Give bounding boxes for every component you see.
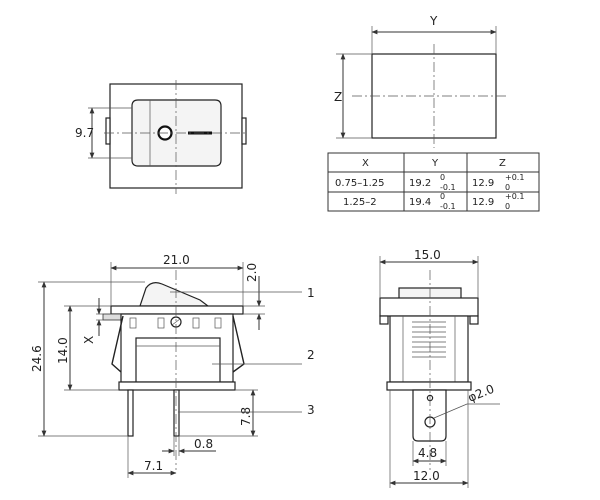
dim-label-14: 14.0 [56, 337, 70, 364]
dim-label-7-1: 7.1 [144, 459, 163, 473]
table-row1-y-upper: 0 [440, 173, 445, 182]
side-spring-clip-left [111, 315, 124, 373]
end-terminal-tab [412, 389, 447, 442]
panel-cutout-view: Y Z [334, 14, 508, 148]
table-header-z: Z [499, 158, 506, 169]
table-row1-z-lower: 0 [505, 183, 510, 192]
table-row2-z-value: 12.9 [472, 197, 494, 208]
end-tab-left [379, 315, 389, 325]
dim-label-4-8: 4.8 [418, 446, 437, 460]
dim-label-z: Z [334, 90, 342, 104]
table-row2-y-lower: -0.1 [440, 202, 456, 211]
side-rib-3 [192, 317, 200, 329]
table-border [327, 152, 540, 212]
side-inner-body [135, 337, 221, 383]
side-pin-left [127, 389, 134, 437]
dimension-table: X Y Z 0.75–1.25 19.2 0 -0.1 12.9 +0.1 0 … [327, 152, 540, 212]
table-row1-y-lower: -0.1 [440, 183, 456, 192]
side-screw-slot [171, 318, 181, 326]
table-row2-y-value: 19.4 [409, 197, 431, 208]
frame-clip-left [105, 117, 111, 145]
table-header-y: Y [431, 158, 439, 169]
table-row2-z-lower: 0 [505, 202, 510, 211]
dim-label-2: 2.0 [245, 263, 259, 282]
end-flange [379, 297, 479, 317]
part-label-2: 2 [307, 348, 315, 362]
side-flange [110, 305, 244, 315]
side-spring-clip-right [232, 315, 245, 373]
dim-label-9-7: 9.7 [75, 126, 94, 140]
dim-label-y: Y [429, 14, 438, 28]
dim-label-15: 15.0 [414, 248, 441, 262]
dim-label-0-8: 0.8 [194, 437, 213, 451]
dim-label-x: X [82, 336, 96, 344]
side-pin-center [173, 389, 180, 437]
end-view: 15.0 φ2.0 4.8 12.0 [379, 248, 500, 488]
side-rib-2 [157, 317, 165, 329]
part-label-1: 1 [307, 286, 315, 300]
frame-clip-right [241, 117, 247, 145]
end-ribs [412, 321, 446, 358]
table-row2-z-upper: +0.1 [505, 192, 524, 201]
table-row1-y-value: 19.2 [409, 178, 431, 189]
table-row1-x: 0.75–1.25 [335, 178, 385, 189]
dim-label-12: 12.0 [413, 469, 440, 483]
end-base [386, 381, 472, 391]
end-housing [389, 315, 469, 383]
table-row2-y-upper: 0 [440, 192, 445, 201]
end-tab-right [469, 315, 479, 325]
table-row1-z-upper: +0.1 [505, 173, 524, 182]
side-rib-1 [129, 317, 137, 329]
top-front-view: 9.7 [75, 80, 248, 194]
table-header-x: X [362, 158, 369, 169]
table-row2-x: 1.25–2 [343, 197, 377, 208]
dim-label-7-8: 7.8 [239, 407, 253, 426]
dim-label-21: 21.0 [163, 253, 190, 267]
side-base [118, 381, 236, 391]
side-view: 21.0 2.0 24.6 14.0 X 7.8 0.8 [30, 253, 315, 478]
part-label-3: 3 [307, 403, 315, 417]
table-row1-z-value: 12.9 [472, 178, 494, 189]
side-panel-plate [102, 313, 122, 321]
dim-label-24-6: 24.6 [30, 345, 44, 372]
side-rocker [139, 282, 210, 307]
side-rib-4 [214, 317, 222, 329]
leader-line-hole [433, 403, 468, 419]
